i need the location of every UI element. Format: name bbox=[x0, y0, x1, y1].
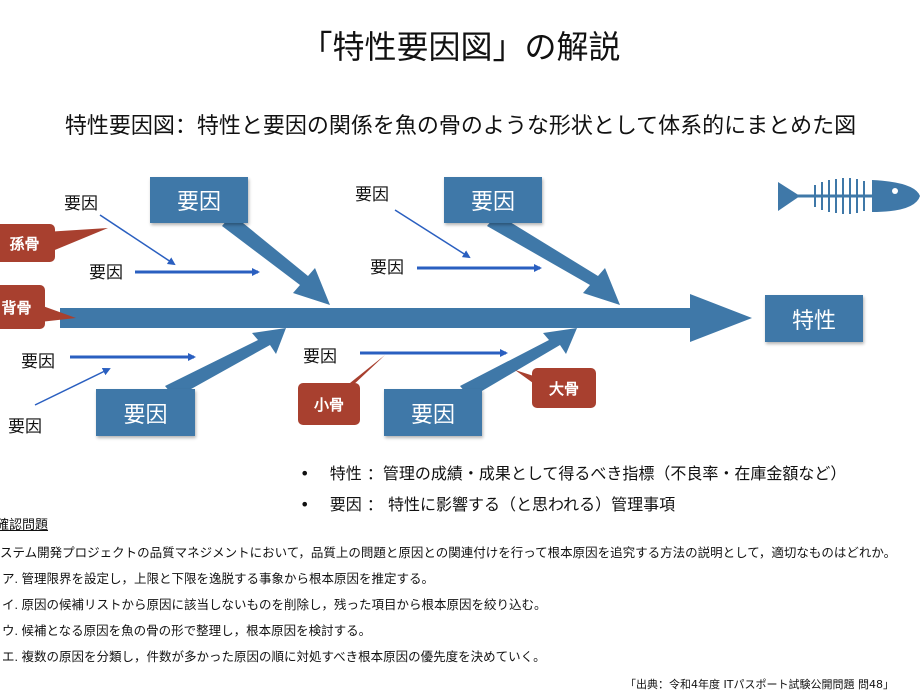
large-bone-2 bbox=[487, 214, 620, 305]
slide-subtitle: 特性要因図：特性と要因の関係を魚の骨のような形状として体系的にまとめた図 bbox=[64, 114, 857, 139]
large-bone-4 bbox=[460, 328, 577, 398]
minor-cause-label: 要因 bbox=[370, 258, 404, 278]
minor-cause-label: 要因 bbox=[21, 352, 55, 372]
backbone-arrow bbox=[60, 294, 752, 342]
grandchild-bone-1 bbox=[99, 214, 176, 266]
major-cause-box: 要因 bbox=[96, 389, 195, 436]
callout-small-bone: 小骨 bbox=[298, 383, 360, 425]
bullet-cause: • 要因 ： 特性に影響する（と思われる）管理事項 bbox=[300, 495, 676, 514]
major-cause-box: 要因 bbox=[150, 177, 248, 223]
grandchild-bone-2 bbox=[394, 209, 471, 259]
callout-backbone: 背骨 bbox=[0, 285, 45, 329]
source-citation: 「出典：令和4年度 ITパスポート試験公開問題 問48」 bbox=[625, 678, 894, 691]
quiz-question: ステム開発プロジェクトの品質マネジメントにおいて，品質上の問題と原因との関連付け… bbox=[0, 546, 897, 560]
quiz-option-a: ア. 管理限界を設定し，上限と下限を逸脱する事象から根本原因を推定する。 bbox=[2, 572, 434, 586]
bullet-effect: • 特性 ：管理の成績・成果として得るべき指標（不良率・在庫金額など） bbox=[300, 464, 847, 483]
fish-skeleton-icon bbox=[778, 178, 920, 214]
minor-cause-label: 要因 bbox=[355, 185, 389, 205]
quiz-option-i: イ. 原因の候補リストから原因に該当しないものを削除し，残った項目から根本原因を… bbox=[2, 598, 547, 612]
minor-cause-label: 要因 bbox=[64, 194, 98, 214]
callout-large-bone: 大骨 bbox=[532, 368, 596, 408]
major-cause-box: 要因 bbox=[384, 389, 482, 436]
callout-grandchild-bone: 孫骨 bbox=[0, 224, 55, 262]
slide-title: 「特性要因図」の解説 bbox=[300, 28, 621, 66]
large-bone-1 bbox=[222, 214, 330, 305]
effect-box: 特性 bbox=[765, 295, 863, 342]
quiz-option-u: ウ. 候補となる原因を魚の骨の形で整理し，根本原因を検討する。 bbox=[2, 624, 372, 638]
minor-cause-label: 要因 bbox=[8, 417, 42, 437]
major-cause-box: 要因 bbox=[444, 177, 542, 223]
grandchild-bone-3 bbox=[34, 368, 111, 406]
quiz-heading: 確認問題 bbox=[0, 518, 49, 533]
minor-cause-label: 要因 bbox=[89, 263, 123, 283]
minor-cause-label: 要因 bbox=[303, 347, 337, 367]
large-bone-3 bbox=[165, 328, 286, 398]
quiz-option-e: エ. 複数の原因を分類し，件数が多かった原因の順に対処すべき根本原因の優先度を決… bbox=[2, 650, 546, 664]
